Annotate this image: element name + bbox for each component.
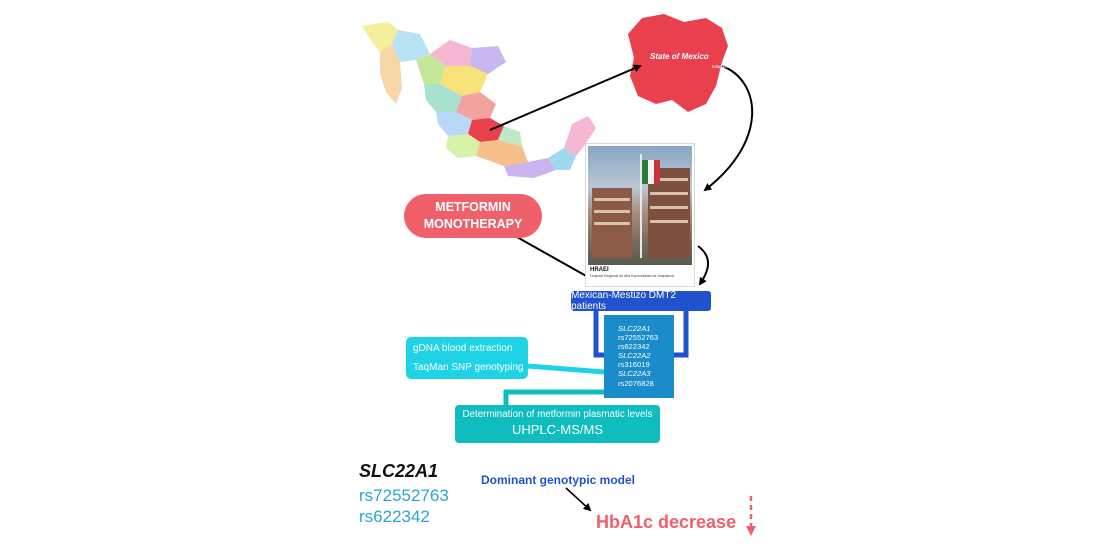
metformin-line1: METFORMIN <box>435 200 511 214</box>
lab-connector <box>527 363 605 375</box>
metformin-line2: MONOTHERAPY <box>423 217 523 231</box>
snp-3a: rs2076828 <box>618 378 654 388</box>
plasma-connector <box>503 389 617 405</box>
metformin-monotherapy-pill: METFORMIN MONOTHERAPY <box>404 194 542 238</box>
hospital-to-patients-arrow <box>697 245 709 286</box>
plasma-line2: UHPLC-MS/MS <box>511 422 603 437</box>
hospital-photo-card: HRAEI Hospital Regional de Alta Especial… <box>585 143 695 287</box>
hba1c-decrease-label: HbA1c decrease <box>596 512 737 532</box>
state-to-hospital-arrow <box>703 65 754 192</box>
result-snp2: rs622342 <box>359 507 430 526</box>
snp-box: SLC22A1 rs72552763 rs622342 SLC22A2 rs31… <box>604 315 674 398</box>
mexico-map <box>362 22 596 178</box>
snp-gene-1: SLC22A1 <box>618 324 651 333</box>
state-label: State of Mexico <box>650 52 709 61</box>
lab-line1: gDNA blood extraction <box>413 343 513 354</box>
snp-2a: rs316019 <box>618 360 650 370</box>
lab-line2: TaqMan SNP genotyping <box>413 362 524 373</box>
city-label: Ixtapaluca <box>712 64 733 69</box>
snp-1a: rs72552763 <box>618 333 659 343</box>
hospital-photo <box>588 146 692 265</box>
map-to-state-arrow <box>489 64 642 131</box>
plasma-levels-box: Determination of metformin plasmatic lev… <box>455 405 660 443</box>
model-arrow <box>565 487 592 512</box>
hospital-caption-title: HRAEI <box>590 267 609 273</box>
patients-box: Mexican-Mestizo DMT2 patients <box>571 290 711 312</box>
result-snp1: rs72552763 <box>359 486 449 505</box>
flag-icon <box>642 160 648 184</box>
state-of-mexico-shape <box>628 14 728 112</box>
snp-gene-3: SLC22A3 <box>618 369 651 379</box>
hospital-caption-subtitle: Hospital Regional de Alta Especialidad d… <box>590 274 674 278</box>
result-gene: SLC22A1 <box>359 461 439 481</box>
dominant-model-label: Dominant genotypic model <box>481 473 636 487</box>
plasma-line1: Determination of metformin plasmatic lev… <box>462 409 653 420</box>
snp-1b: rs622342 <box>618 342 650 352</box>
genotyping-box: gDNA blood extraction TaqMan SNP genotyp… <box>406 337 528 379</box>
snp-gene-2: SLC22A2 <box>618 351 651 361</box>
